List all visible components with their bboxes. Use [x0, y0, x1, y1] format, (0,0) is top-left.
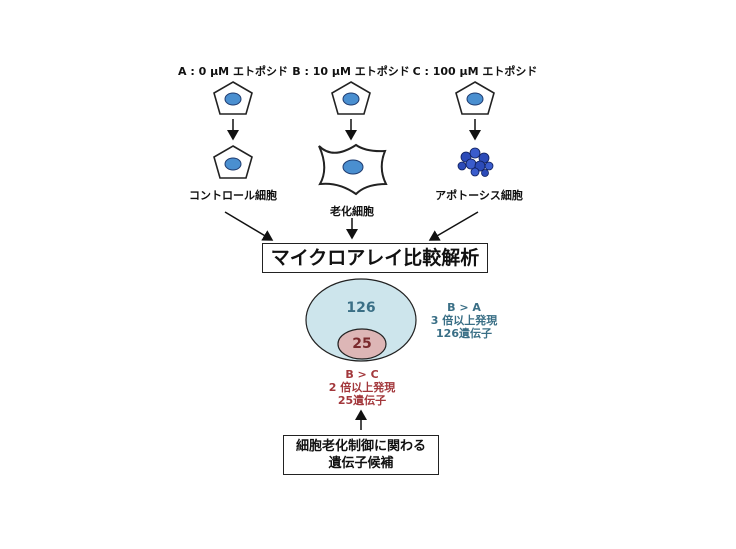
red-annotation-line: 25遺伝子: [337, 394, 387, 407]
nucleus-icon: [466, 92, 484, 106]
candidate-box-line: 遺伝子候補: [328, 456, 394, 471]
nucleus-icon: [342, 92, 360, 106]
apoptotic-cell-label: アポトーシス細胞: [435, 189, 523, 202]
venn-inner-circle: [337, 328, 387, 360]
venn-outer-value: 126: [346, 300, 376, 316]
venn-outer-circle: [305, 278, 417, 362]
condition-c-label: C : 100 μM エトポシド: [412, 65, 538, 78]
senescent-cell: [318, 143, 388, 196]
condition-a-label: A : 0 μM エトポシド: [178, 65, 288, 78]
microarray-analysis-box: マイクロアレイ比較解析: [262, 243, 488, 273]
senescent-cell-label: 老化細胞: [330, 205, 374, 218]
candidate-box-line: 細胞老化制御に関わる: [295, 439, 426, 454]
cell-a-top: [213, 81, 253, 115]
red-annotation: B > C 2 倍以上発現 25遺伝子: [318, 368, 406, 407]
nucleus-icon: [342, 159, 364, 175]
blue-annotation: B > A 3 倍以上発現 126遺伝子: [422, 301, 506, 340]
cell-c-top: [455, 81, 495, 115]
blue-annotation-line: 3 倍以上発現: [430, 314, 498, 327]
control-cell-label: コントロール細胞: [189, 189, 277, 202]
nucleus-icon: [224, 92, 242, 106]
red-annotation-line: 2 倍以上発現: [328, 381, 396, 394]
venn-inner-value: 25: [352, 336, 372, 352]
red-annotation-line: B > C: [345, 368, 379, 381]
blue-annotation-line: 126遺伝子: [436, 327, 492, 340]
control-cell: [213, 145, 253, 179]
apoptotic-cell: [457, 147, 494, 177]
condition-b-label: B : 10 μM エトポシド: [292, 65, 410, 78]
blue-annotation-line: B > A: [447, 301, 481, 314]
candidate-genes-box: 細胞老化制御に関わる 遺伝子候補: [283, 435, 439, 475]
cell-b-top: [331, 81, 371, 115]
nucleus-icon: [224, 157, 242, 171]
